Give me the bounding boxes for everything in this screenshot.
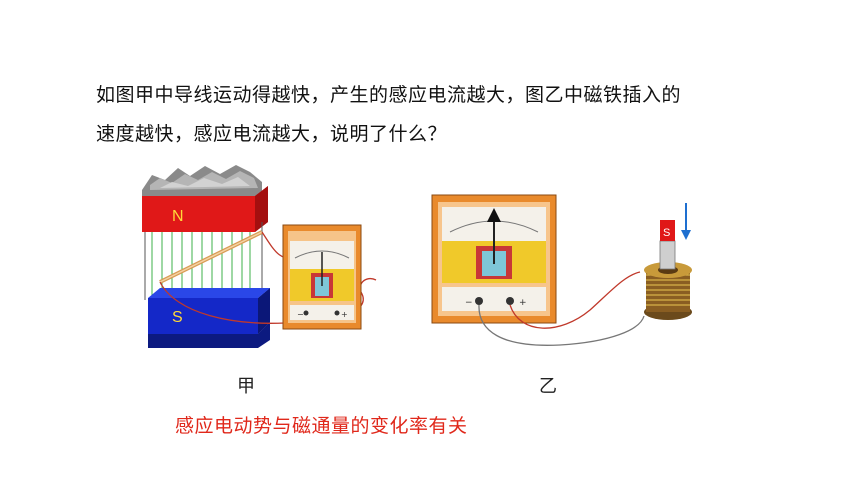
figure-b-caption: 乙 — [539, 376, 557, 397]
answer-text: 感应电动势与磁通量的变化率有关 — [175, 415, 468, 437]
coil — [644, 262, 692, 320]
figure-b-wires — [478, 271, 645, 346]
rock-texture — [142, 165, 262, 196]
figure-a-magnet-apparatus: N S — [142, 165, 270, 348]
question-text: 如图甲中导线运动得越快，产生的感应电流越大，图乙中磁铁插入的 速度越快，感应电流… — [96, 76, 786, 154]
coil-windings — [646, 274, 690, 306]
figure-a-caption: 甲 — [237, 376, 255, 397]
south-pole-magnet — [148, 288, 270, 348]
bar-magnet — [659, 220, 676, 270]
north-pole-label: N — [172, 208, 184, 225]
magnet-s-label: S — [663, 227, 670, 239]
question-line-1: 如图甲中导线运动得越快，产生的感应电流越大，图乙中磁铁插入的 — [96, 84, 682, 106]
figure-b-meter-minus: − — [465, 298, 473, 308]
question-line-2: 速度越快，感应电流越大，说明了什么？ — [96, 123, 448, 145]
down-arrow-icon — [681, 203, 691, 240]
figure-a-meter-plus: + — [341, 310, 348, 319]
figure-b-meter-plus: + — [519, 298, 527, 308]
north-pole-magnet — [142, 186, 268, 232]
figure-b-galvanometer — [431, 194, 557, 324]
figure-a-galvanometer — [282, 224, 362, 330]
south-pole-label: S — [172, 309, 183, 326]
figure-a-meter-minus: − — [297, 310, 304, 319]
